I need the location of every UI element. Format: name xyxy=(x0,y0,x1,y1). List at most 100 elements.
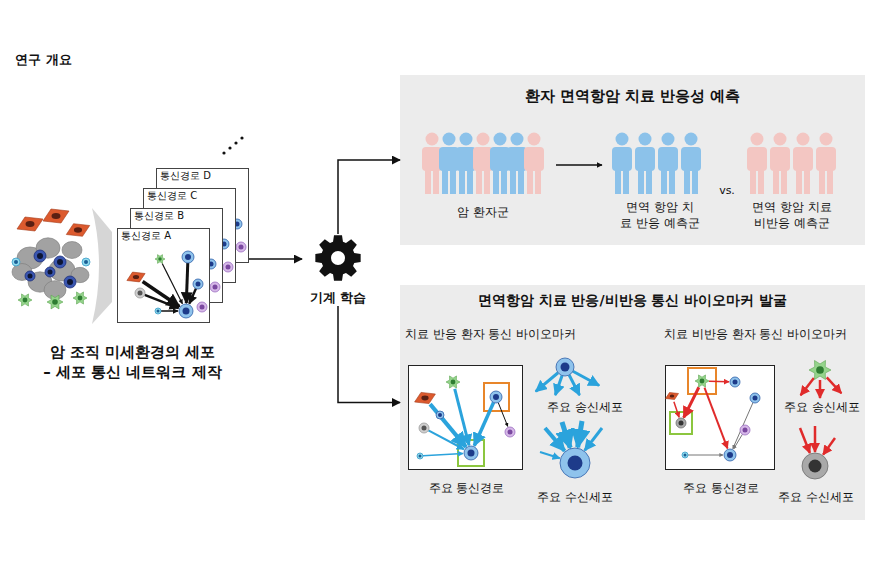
node-label: 통신경로 C xyxy=(147,190,197,203)
cell-icon xyxy=(18,294,32,306)
cell-body xyxy=(181,268,187,274)
person-leg xyxy=(450,168,456,194)
cell-nucleus xyxy=(743,428,748,433)
cell-icon xyxy=(193,279,203,289)
cell-body xyxy=(66,224,89,237)
cell-icon xyxy=(724,449,736,461)
cell-icon xyxy=(436,411,444,419)
cell-icon xyxy=(750,393,760,403)
cell-nucleus xyxy=(468,450,475,457)
cell-body xyxy=(195,231,207,243)
cell-nucleus xyxy=(816,366,824,374)
cell-body xyxy=(174,228,184,238)
cell-icon xyxy=(179,304,193,318)
person-body xyxy=(770,147,790,171)
figure-title: 연구 개요 xyxy=(15,52,72,69)
flow-arrow xyxy=(338,306,400,403)
cell-body xyxy=(210,282,220,292)
cell-body xyxy=(206,259,216,269)
cell-nucleus xyxy=(196,250,199,253)
cell-nucleus xyxy=(146,255,152,259)
signal-arrow xyxy=(215,249,222,264)
cell-body xyxy=(43,209,69,223)
cell-nucleus xyxy=(159,235,165,239)
person-head xyxy=(751,133,764,146)
cell-nucleus xyxy=(183,308,190,315)
person-head xyxy=(443,133,456,146)
gear-hole xyxy=(331,251,345,265)
node-label: 기계 학습 xyxy=(292,290,384,306)
person-leg xyxy=(684,168,690,194)
person-body xyxy=(681,147,701,171)
cell-nucleus xyxy=(48,270,53,275)
signal-arrow xyxy=(688,455,723,456)
cell-icon xyxy=(168,235,178,244)
cell-icon xyxy=(205,264,219,278)
person-leg xyxy=(804,168,810,194)
cell-icon xyxy=(47,295,63,309)
cell-nucleus xyxy=(151,271,156,276)
person-body xyxy=(816,147,836,171)
signal-arrow xyxy=(169,241,206,266)
cell-body xyxy=(194,195,204,204)
person-leg xyxy=(518,168,524,194)
person-leg xyxy=(661,168,667,194)
cell-body xyxy=(181,215,191,224)
gear-icon xyxy=(314,234,362,282)
cell-icon xyxy=(464,446,478,460)
cell-icon xyxy=(194,248,200,254)
cell-icon xyxy=(34,250,46,262)
cell-body xyxy=(505,427,515,437)
cell-nucleus xyxy=(679,421,684,426)
person-leg xyxy=(669,168,675,194)
cell-body xyxy=(34,250,46,262)
signal-arrow xyxy=(182,221,219,246)
cell-nucleus xyxy=(421,396,428,401)
cell-icon xyxy=(166,212,184,222)
cell-nucleus xyxy=(226,265,231,270)
cell-nucleus xyxy=(170,290,173,293)
person-head xyxy=(616,133,629,146)
signal-arrow xyxy=(188,223,208,263)
person-head xyxy=(662,133,675,146)
person-leg xyxy=(623,168,629,194)
cell-nucleus xyxy=(809,460,822,473)
cell-body xyxy=(192,284,206,298)
cell-icon xyxy=(195,231,207,243)
cell-icon xyxy=(140,252,158,262)
cell-body xyxy=(168,288,174,294)
person-leg xyxy=(467,168,473,194)
network-box: 주요 통신경로 xyxy=(665,365,775,470)
cell-icon xyxy=(25,271,35,281)
cell-body xyxy=(208,211,220,223)
signal-arrow xyxy=(225,203,226,243)
node-label: 통신경로 A xyxy=(121,230,171,243)
cell-icon xyxy=(560,448,590,478)
tissue-illustration xyxy=(12,136,244,324)
cell-body xyxy=(740,425,750,435)
ellipsis-dot xyxy=(234,141,237,144)
cell-icon xyxy=(218,244,232,258)
cell-nucleus xyxy=(67,279,73,285)
cell-body xyxy=(802,453,828,479)
cell-nucleus xyxy=(171,237,175,241)
cell-icon xyxy=(236,242,246,252)
signal-arrow xyxy=(171,255,205,268)
person-body xyxy=(635,147,655,171)
cell-nucleus xyxy=(727,452,733,458)
cell-icon xyxy=(182,251,194,263)
cell-icon xyxy=(740,425,750,435)
cell-body xyxy=(153,232,171,242)
cell-icon xyxy=(43,209,69,223)
cell-body xyxy=(166,212,184,222)
cell-body xyxy=(219,239,229,249)
cell-nucleus xyxy=(198,234,204,240)
cell-body xyxy=(560,448,590,478)
person-leg xyxy=(433,168,439,194)
cell-body xyxy=(223,262,233,272)
person-leg xyxy=(459,168,465,194)
person-leg xyxy=(501,168,507,194)
signal-arrow xyxy=(187,270,204,272)
person-body xyxy=(793,147,813,171)
